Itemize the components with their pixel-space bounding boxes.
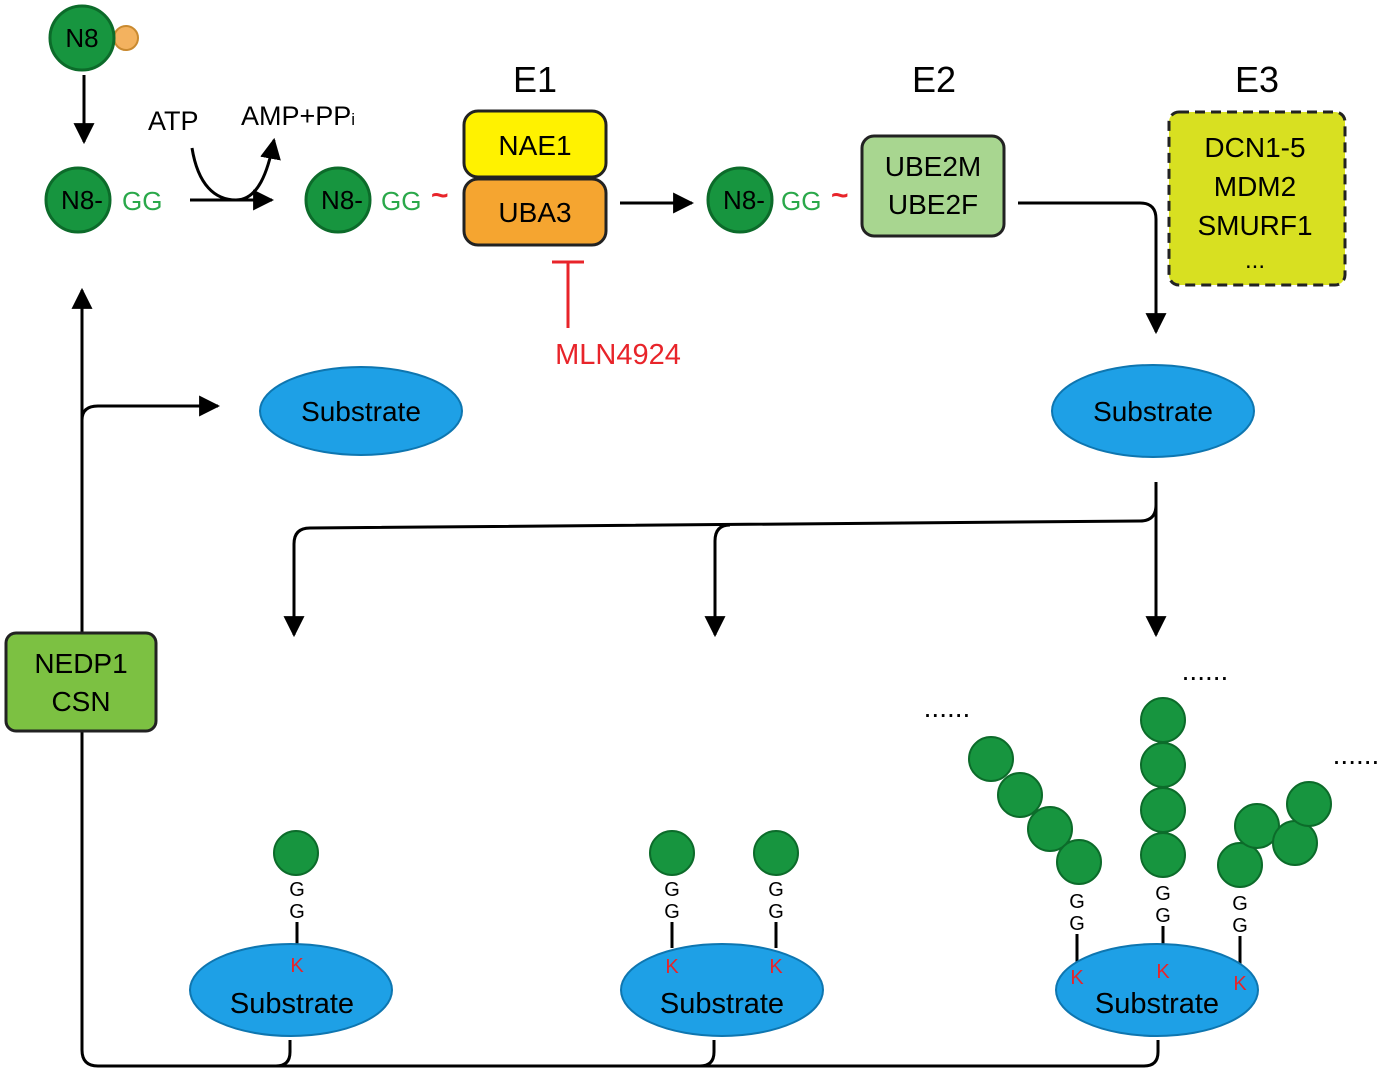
deneddylase-line1: NEDP1 xyxy=(34,648,127,679)
e3-line3: SMURF1 xyxy=(1197,210,1312,241)
substrate-node xyxy=(189,943,393,1037)
glycine-label: G xyxy=(1155,905,1171,927)
lysine-label: K xyxy=(290,955,304,977)
glycine-label: G xyxy=(1069,891,1085,913)
uba3-box xyxy=(462,177,608,247)
e2-box xyxy=(860,134,1006,238)
mature-nedd8: N8- GG xyxy=(44,166,162,234)
nedd8-node xyxy=(1140,697,1186,743)
nedd8-node xyxy=(968,736,1014,782)
gg-label: GG xyxy=(381,186,421,216)
mono-neddylated-substrate: G G K Substrate xyxy=(189,830,393,1037)
recycling-line-poly xyxy=(700,1040,1160,1068)
nedd8-prefix-label: N8- xyxy=(321,185,363,215)
poly-neddylated-substrate: G G G G G G K K K Substrate ...... .....… xyxy=(924,655,1380,1037)
nedd8-prefix-label: N8- xyxy=(723,185,765,215)
nedd8-node xyxy=(1286,781,1332,827)
glycine-label: G xyxy=(1232,915,1248,937)
release-substrate-arrow xyxy=(80,395,221,421)
glycine-label: G xyxy=(1155,883,1171,905)
target-substrate xyxy=(1051,364,1255,458)
chain-continuation-ellipsis: ...... xyxy=(1182,655,1229,686)
nedd8-node xyxy=(44,166,112,234)
substrate-node xyxy=(1055,943,1259,1037)
chain-continuation-ellipsis: ...... xyxy=(924,692,971,723)
deneddylase-box xyxy=(4,631,158,733)
nedd8-node xyxy=(1140,787,1186,833)
nedd8-node xyxy=(1234,803,1280,849)
lysine-label: K xyxy=(1156,961,1170,983)
e3-box xyxy=(1167,110,1347,287)
e3-heading: E3 xyxy=(1235,59,1279,100)
nedd8-node xyxy=(1027,806,1073,852)
nedd8-node xyxy=(649,830,695,876)
nedd8-label: N8 xyxy=(65,23,98,53)
lysine-label: K xyxy=(769,956,783,978)
recycling-arrow xyxy=(71,287,292,1068)
nedd8-node xyxy=(1140,742,1186,788)
nedd8-node xyxy=(48,4,116,72)
deneddylase-line2: CSN xyxy=(51,686,110,717)
nedd8-node xyxy=(304,166,372,234)
atp-label: ATP xyxy=(148,106,199,136)
nedd8-e1-thioester: N8- GG ~ xyxy=(304,166,449,234)
nedd8-node xyxy=(1140,832,1186,878)
nedd8-node xyxy=(1272,820,1318,866)
nedd8-node xyxy=(1217,842,1263,888)
chain-continuation-ellipsis: ...... xyxy=(1333,739,1380,770)
nae1-label: NAE1 xyxy=(498,130,571,161)
gg-label: GG xyxy=(781,186,821,216)
e3-line1: DCN1-5 xyxy=(1204,132,1305,163)
e3-line2: MDM2 xyxy=(1214,171,1296,202)
nedd8-precursor: N8 xyxy=(48,4,139,72)
nedd8-node xyxy=(706,166,774,234)
substrate-node xyxy=(620,943,824,1037)
glycine-label: G xyxy=(289,879,305,901)
e3-line4: ... xyxy=(1245,247,1265,274)
glycine-label: G xyxy=(664,901,680,923)
thioester-symbol: ~ xyxy=(431,179,449,212)
lysine-label: K xyxy=(1233,973,1247,995)
nedd8-node xyxy=(753,830,799,876)
thioester-symbol: ~ xyxy=(831,179,849,212)
mln4924-label: MLN4924 xyxy=(555,339,681,371)
glycine-label: G xyxy=(768,879,784,901)
nedd8-node xyxy=(997,772,1043,818)
e1-heading: E1 xyxy=(513,59,557,100)
branch-to-mono-arrow xyxy=(283,482,1158,638)
glycine-label: G xyxy=(664,879,680,901)
e2-line2: UBE2F xyxy=(888,189,978,220)
nae1-box xyxy=(462,109,608,179)
free-substrate xyxy=(259,366,463,456)
branch-to-multi-arrow xyxy=(704,523,731,638)
atp-consumption-arrow xyxy=(190,137,281,202)
substrate-label: Substrate xyxy=(1095,988,1219,1020)
gg-label: GG xyxy=(122,186,162,216)
recycling-line-multi xyxy=(276,1040,716,1068)
nedd8-e2-thioester: N8- GG ~ xyxy=(706,166,849,234)
nedd8-node xyxy=(273,830,319,876)
nedd8-node xyxy=(1056,839,1102,885)
lysine-label: K xyxy=(665,956,679,978)
uba3-label: UBA3 xyxy=(498,197,571,228)
glycine-label: G xyxy=(768,901,784,923)
substrate-label: Substrate xyxy=(660,988,784,1020)
glycine-label: G xyxy=(1069,913,1085,935)
e2-to-substrate-arrow xyxy=(1018,201,1167,335)
glycine-label: G xyxy=(1232,893,1248,915)
e2-line1: UBE2M xyxy=(885,151,981,182)
amp-label: AMP+PPi xyxy=(241,101,355,131)
nedd8-prefix-label: N8- xyxy=(61,185,103,215)
multi-neddylated-substrate: G G G G K K Substrate xyxy=(620,830,824,1037)
target-substrate-label: Substrate xyxy=(1093,396,1213,427)
substrate-label: Substrate xyxy=(230,988,354,1020)
c-terminal-extension-node xyxy=(113,25,139,51)
glycine-label: G xyxy=(289,901,305,923)
e2-heading: E2 xyxy=(912,59,956,100)
free-substrate-label: Substrate xyxy=(301,396,421,427)
lysine-label: K xyxy=(1070,967,1084,989)
